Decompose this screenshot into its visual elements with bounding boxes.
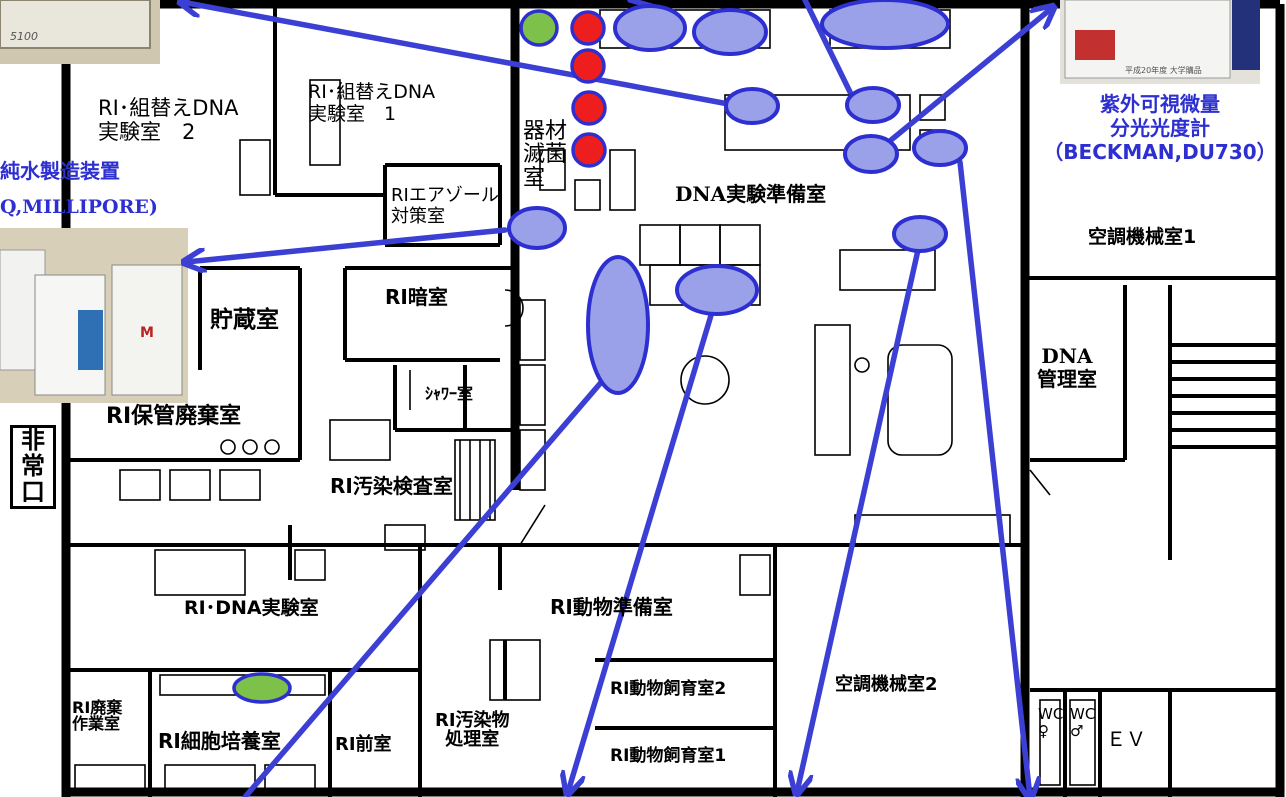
room-wc-male: WC ♂ <box>1070 705 1096 741</box>
room-ri-animal-room1: RI動物飼育室1 <box>610 746 727 766</box>
equipment-marker-icon <box>912 129 968 167</box>
photo-spectrophotometer: 平成20年度 大学購品 <box>1060 0 1260 84</box>
red-marker-icon <box>571 132 607 168</box>
room-hvac2: 空調機械室2 <box>835 674 938 695</box>
green-marker-icon <box>232 672 292 704</box>
room-ri-darkroom: RI暗室 <box>385 285 448 309</box>
room-ri-anteroom: RI前室 <box>335 734 392 755</box>
photo-top-left: 5100 <box>0 0 160 64</box>
callout-water-purifier-title: 純水製造装置 <box>0 159 120 183</box>
equipment-marker-icon <box>820 0 950 50</box>
room-ri-contaminated-processing: RI汚染物 処理室 <box>435 710 510 750</box>
arrow-icon <box>882 8 1052 148</box>
status-markers <box>232 9 607 704</box>
equipment-marker-icon <box>613 4 687 52</box>
room-ri-animal-prep: RI動物準備室 <box>550 595 673 619</box>
arrow-icon <box>242 369 613 797</box>
arrow-icon <box>186 227 508 262</box>
room-ri-waste-storage: RI保管廃棄室 <box>106 404 242 429</box>
equipment-marker-icon <box>692 8 768 56</box>
room-wc-female: WC ♀ <box>1038 705 1064 741</box>
room-ri-dna-lab2: RI･組替えDNA 実験室 2 <box>98 96 239 145</box>
red-marker-icon <box>571 90 607 126</box>
equipment-marker-icon <box>724 87 780 125</box>
room-ri-waste-work: RI廃棄 作業室 <box>72 698 123 733</box>
callout-uv-spectrophotometer: 紫外可視微量 分光光度計 （BECKMAN,DU730） <box>1043 92 1277 164</box>
staircase <box>1172 343 1280 449</box>
room-dna-management: DNA 管理室 <box>1037 344 1097 391</box>
photo-water-purifier: M <box>0 228 188 403</box>
room-ri-dna-lab1: RI･組替えDNA 実験室 1 <box>308 81 436 125</box>
room-ri-animal-room2: RI動物飼育室2 <box>610 679 727 699</box>
room-shower: ｼｬﾜｰ室 <box>425 384 474 403</box>
equipment-marker-icon <box>586 255 650 395</box>
equipment-marker-icon <box>675 264 759 316</box>
room-hvac1: 空調機械室1 <box>1088 226 1197 248</box>
equipment-marker-icon <box>507 206 567 250</box>
arrow-icon <box>957 159 1030 797</box>
equipment-marker-icon <box>845 86 901 124</box>
room-ri-aerosol: RIエアゾール 対策室 <box>391 185 499 227</box>
arrow-icon <box>182 0 753 111</box>
equipment-markers <box>507 0 968 395</box>
arrow-icon <box>568 309 715 792</box>
room-elevator: ＥＶ <box>1106 727 1146 751</box>
red-marker-icon <box>570 48 606 84</box>
room-ri-cell-culture: RI細胞培養室 <box>158 729 281 753</box>
room-storage: 貯蔵室 <box>210 307 279 333</box>
room-ri-contamination-check: RI汚染検査室 <box>330 474 453 498</box>
room-ri-dna-lab: RI･DNA実験室 <box>184 597 319 619</box>
room-dna-prep: DNA実験準備室 <box>675 182 827 206</box>
photo-sticker-text: 平成20年度 大学購品 <box>1125 65 1202 75</box>
callout-water-purifier-model: Q,MILLIPORE) <box>0 196 158 218</box>
equipment-marker-icon <box>843 134 899 174</box>
photo-top-left-text: 5100 <box>10 30 38 43</box>
red-marker-icon <box>570 10 606 46</box>
green-marker-icon <box>519 9 559 47</box>
purifier-logo: M <box>140 325 154 341</box>
arrow-icon <box>802 0 853 95</box>
room-equipment-sterilization: 器材 滅菌 室 <box>523 119 568 191</box>
equipment-marker-icon <box>892 215 948 253</box>
emergency-exit-label: 非 常 口 <box>10 425 56 509</box>
arrow-icon <box>797 247 921 792</box>
